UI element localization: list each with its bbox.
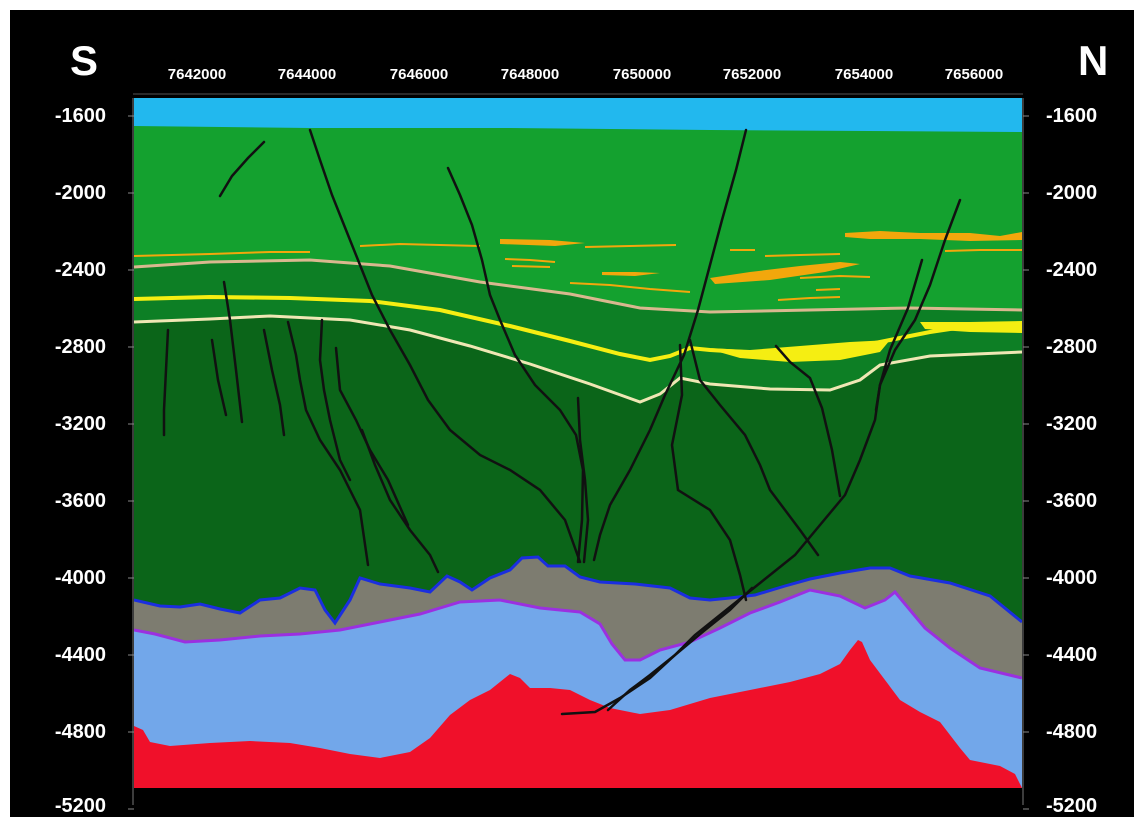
fault: [606, 586, 754, 712]
x-tick-label: 7652000: [722, 66, 782, 83]
x-tick-label: 7646000: [389, 66, 449, 83]
depth-label-left: -4800: [54, 721, 106, 743]
x-tick-label: 7648000: [500, 66, 560, 83]
tan-horizon: [134, 258, 1022, 314]
cream-horizon: [134, 314, 1022, 404]
purple-horizon: [134, 588, 1022, 680]
depth-label-right: -2000: [1046, 182, 1098, 204]
north-label: N: [1078, 37, 1109, 84]
x-tick-label: 7656000: [944, 66, 1004, 83]
depth-label-left: -2000: [54, 182, 106, 204]
fault: [592, 128, 748, 562]
depth-label-left: -4400: [54, 644, 106, 666]
y-tick-marks: [128, 115, 1029, 810]
depth-label-right: -4800: [1046, 721, 1098, 743]
x-tick-label: 7642000: [167, 66, 227, 83]
geologic-cross-section: [128, 93, 1029, 810]
cross-section-figure: S N 7642000 7644000 7646000 7648000 7650…: [10, 10, 1134, 817]
fault: [360, 428, 440, 574]
depth-label-left: -4000: [54, 567, 106, 589]
fault: [874, 258, 924, 412]
thin-sand-stringers: [134, 242, 1022, 301]
faults: [162, 128, 962, 716]
fault: [262, 328, 286, 437]
fault: [222, 280, 244, 424]
depth-label-right: -5200: [1046, 795, 1098, 817]
yellow-lens: [705, 340, 890, 362]
sand-lens: [500, 239, 585, 246]
sand-lens: [710, 262, 860, 284]
fault: [308, 128, 582, 564]
depth-label-right: -3600: [1046, 490, 1098, 512]
sand-lenses: [500, 231, 1022, 284]
fault: [162, 328, 170, 437]
depth-label-left: -2400: [54, 259, 106, 281]
depth-label-right: -2800: [1046, 336, 1098, 358]
depth-label-right: -4000: [1046, 567, 1098, 589]
yellow-lens: [920, 321, 1022, 333]
fault: [560, 198, 962, 716]
depth-label-right: -4400: [1046, 644, 1098, 666]
fault: [576, 396, 590, 564]
x-tick-label: 7644000: [277, 66, 337, 83]
depth-label-left: -3200: [54, 413, 106, 435]
south-label: S: [70, 37, 99, 84]
depth-label-left: -1600: [54, 105, 106, 127]
depth-label-left: -2800: [54, 336, 106, 358]
blue-horizon: [134, 555, 1022, 626]
x-tick-label: 7650000: [612, 66, 672, 83]
fault: [774, 344, 842, 498]
depth-label-right: -3200: [1046, 413, 1098, 435]
sand-lens: [602, 272, 660, 276]
fault: [318, 318, 352, 482]
fault: [670, 343, 748, 602]
fault: [210, 338, 228, 417]
sand-lens: [845, 231, 1022, 241]
x-tick-label: 7654000: [834, 66, 894, 83]
fault: [286, 320, 370, 567]
fault: [688, 338, 820, 557]
fault: [218, 140, 266, 198]
depth-label-right: -1600: [1046, 105, 1098, 127]
depth-label-right: -2400: [1046, 259, 1098, 281]
depth-label-left: -3600: [54, 490, 106, 512]
depth-label-left: -5200: [54, 795, 106, 817]
